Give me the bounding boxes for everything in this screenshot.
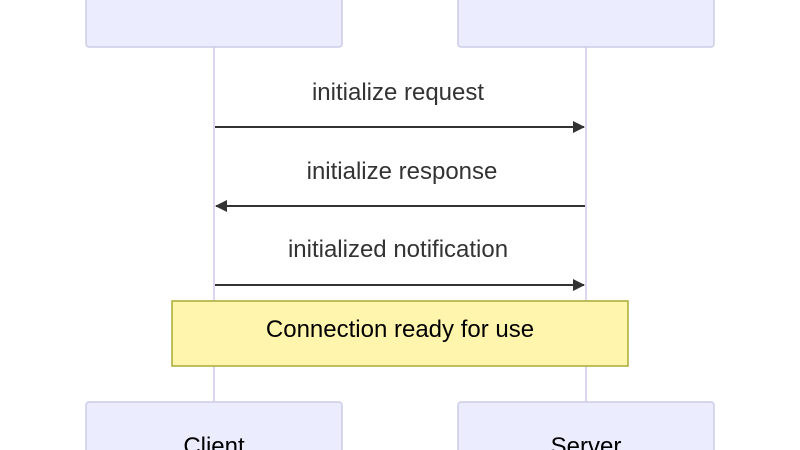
server-participant-label: Server bbox=[551, 433, 622, 450]
server-participant-top bbox=[457, 0, 715, 48]
note-box bbox=[171, 300, 629, 367]
client-participant-top bbox=[85, 0, 343, 48]
client-participant-bottom bbox=[85, 401, 343, 450]
note-text: Connection ready for use bbox=[266, 316, 534, 343]
server-participant-bottom bbox=[457, 401, 715, 450]
message-label-initialize-request: initialize request bbox=[312, 79, 484, 106]
message-label-initialize-response: initialize response bbox=[307, 158, 498, 185]
client-participant-label: Client bbox=[183, 433, 245, 450]
message-label-initialized-notification: initialized notification bbox=[288, 236, 508, 263]
